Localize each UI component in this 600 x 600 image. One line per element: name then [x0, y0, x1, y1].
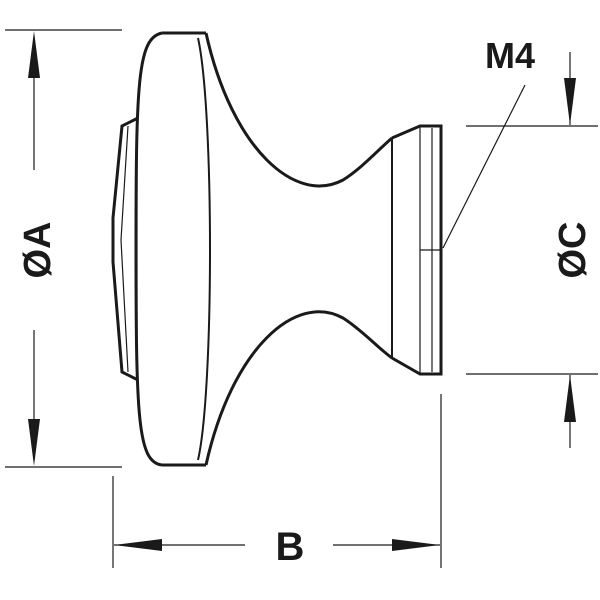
dimension-a: ØA — [5, 29, 122, 468]
dim-c-label: ØC — [552, 222, 594, 279]
base-plate-inner-line — [120, 125, 129, 373]
thread-label: M4 — [485, 35, 535, 76]
dim-b-label: B — [276, 525, 305, 569]
thread-callout: M4 — [442, 35, 535, 249]
dim-b-arrow-right — [392, 539, 440, 551]
dimension-c: ØC — [466, 52, 598, 448]
knob-body — [111, 31, 443, 467]
dimension-b: B — [112, 394, 442, 569]
waist-upper-curve — [204, 32, 393, 188]
dim-a-arrow-top — [28, 31, 40, 78]
dim-c-arrow-top — [564, 78, 576, 125]
dim-a-label: ØA — [17, 222, 59, 279]
cap-left-edge — [134, 31, 163, 467]
thread-leader-line — [442, 84, 526, 249]
base-plate-outline — [111, 116, 139, 382]
waist-lower-curve — [204, 310, 393, 466]
dim-a-arrow-bottom — [28, 419, 40, 466]
dim-c-arrow-bottom — [564, 375, 576, 422]
cap-face-line — [197, 37, 211, 461]
dim-b-arrow-left — [114, 539, 162, 551]
